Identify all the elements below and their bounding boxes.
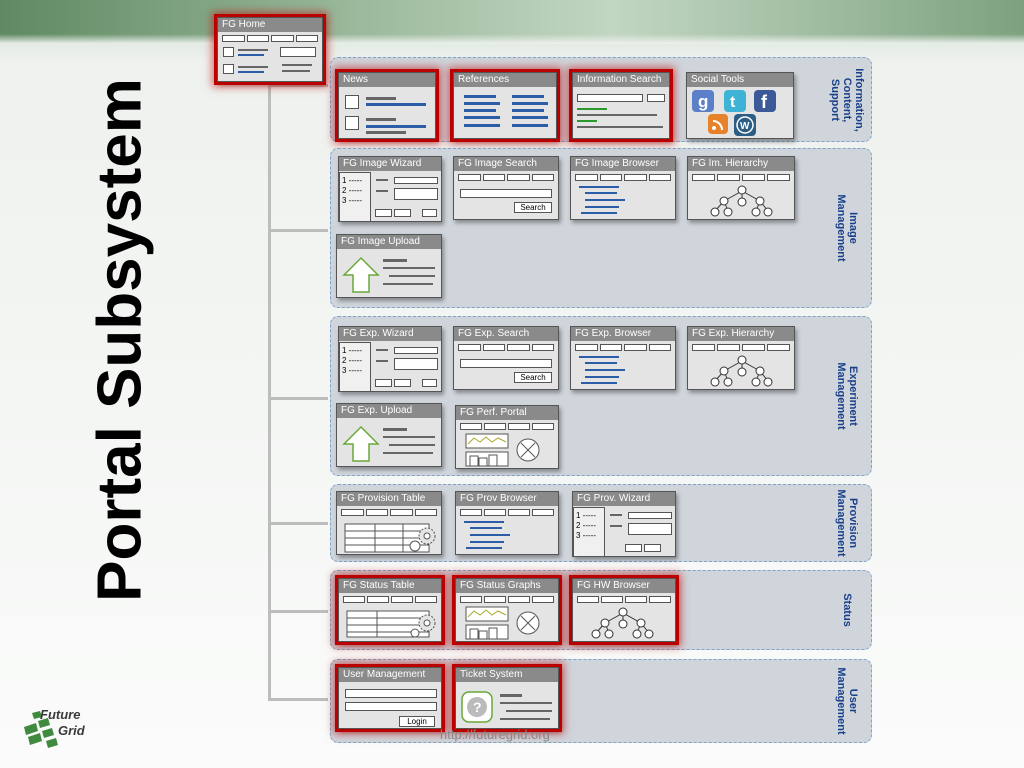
tree-branch [268,84,328,87]
panel-fg-im-hierarchy[interactable]: FG Im. Hierarchy [687,156,795,220]
panel-title: FG Home [218,18,322,32]
tree-branch [268,522,328,525]
section-label: Image Management [835,194,859,262]
panel-fg-status-table[interactable]: FG Status Table [338,578,442,642]
panel-fg-hw-browser[interactable]: FG HW Browser [572,578,676,642]
password-field[interactable] [345,702,437,711]
tree-branch [268,229,328,232]
panel-fg-exp-search[interactable]: FG Exp. Search Search [453,326,559,390]
panel-fg-exp-wizard[interactable]: FG Exp. Wizard 1 ----- 2 ----- 3 ----- [338,326,442,392]
section-label: Experiment Management [835,362,859,430]
panel-fg-exp-hierarchy[interactable]: FG Exp. Hierarchy [687,326,795,390]
panel-ticket-system[interactable]: Ticket System ? [455,667,559,729]
username-field[interactable] [345,689,437,698]
panel-news[interactable]: News [338,72,436,139]
panel-information-search[interactable]: Information Search [572,72,670,139]
panel-fg-exp-upload[interactable]: FG Exp. Upload [336,403,442,467]
panel-fg-prov-wizard[interactable]: FG Prov. Wizard 1 ----- 2 ----- 3 ----- [572,491,676,557]
tree-branch [268,397,328,400]
status-charts-icon [465,606,540,640]
site-url: http://futuregrid.org [440,727,550,742]
section-label: Status [841,593,853,627]
logo-text-grid: Grid [58,723,85,738]
login-button[interactable]: Login [399,716,435,727]
panel-fg-exp-browser[interactable]: FG Exp. Browser [570,326,676,390]
grid-logo-icon [24,711,58,748]
panel-fg-image-wizard[interactable]: FG Image Wizard 1 ----- 2 ----- 3 ----- [338,156,442,222]
panel-fg-status-graphs[interactable]: FG Status Graphs [455,578,559,642]
home-panel[interactable]: FG Home [217,17,323,82]
panel-fg-image-search[interactable]: FG Image Search Search [453,156,559,220]
panel-user-management[interactable]: User Management Login [338,667,442,729]
futuregrid-logo: Future Grid [22,705,102,755]
tree-diagram-icon [591,607,654,639]
panel-fg-image-upload[interactable]: FG Image Upload [336,234,442,298]
tree-diagram-icon [710,355,773,387]
logo-text-future: Future [40,707,81,722]
tree-diagram-icon [710,185,773,217]
slide-title: Portal Subsystem [85,78,155,602]
header-band [0,0,1024,44]
performance-charts-icon [465,433,540,467]
section-label: User Management [835,667,859,735]
svg-text:f: f [761,92,768,112]
panel-references[interactable]: References [453,72,557,139]
panel-fg-image-browser[interactable]: FG Image Browser [570,156,676,220]
search-button[interactable]: Search [514,202,552,213]
table-gear-icon [346,610,436,638]
section-label: Information, Content, Support [829,67,865,132]
svg-text:t: t [730,94,736,111]
table-gear-icon [344,523,436,553]
social-icons: g t f W [692,90,776,136]
svg-text:?: ? [473,699,482,715]
tree-branch [268,610,328,613]
panel-social-tools[interactable]: Social Tools g t f W [686,72,794,139]
search-button[interactable]: Search [514,372,552,383]
tree-trunk [268,80,271,700]
panel-fg-provision-table[interactable]: FG Provision Table [336,491,442,555]
tree-branch [268,698,328,701]
panel-fg-perf-portal[interactable]: FG Perf. Portal [455,405,559,469]
section-label: Provision Management [835,489,859,557]
upload-arrow-icon [342,425,380,462]
upload-arrow-icon [342,256,380,293]
svg-text:W: W [740,121,750,132]
svg-text:g: g [698,92,708,111]
panel-fg-prov-browser[interactable]: FG Prov Browser [455,491,559,555]
help-question-icon: ? [461,691,493,723]
